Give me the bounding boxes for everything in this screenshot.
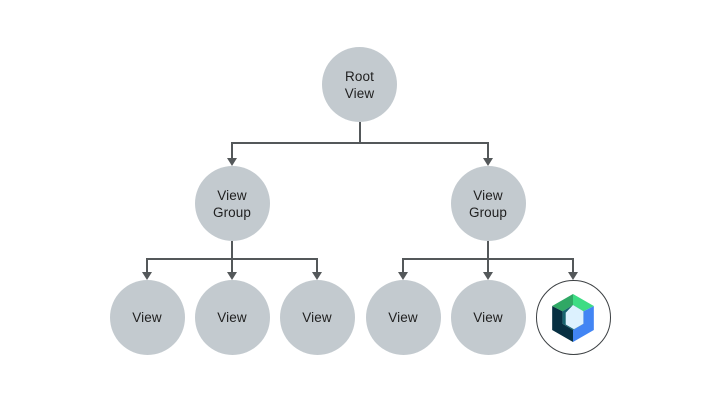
node-view-1: View [109,280,185,355]
compose-logo-left-face [552,305,573,342]
node-view-5-label: View [473,310,503,325]
arrowhead-view-5 [483,272,493,280]
edge-to-view-4 [402,258,404,272]
edge-to-group-left [231,142,233,158]
edge-to-view-2 [231,258,233,272]
arrowhead-group-left [227,158,237,166]
jetpack-compose-icon [548,293,598,343]
node-view-4-label: View [388,310,418,325]
node-compose [535,280,611,355]
node-view-3: View [279,280,355,355]
node-root-view: Root View [322,47,397,122]
edge-to-group-right [487,142,489,158]
edge-group-right-stem [487,241,489,259]
arrowhead-compose-node [568,272,578,280]
arrowhead-view-1 [142,272,152,280]
node-view-2: View [194,280,270,355]
node-view-3-label: View [302,310,332,325]
node-view-5: View [450,280,526,355]
node-view-1-label: View [132,310,162,325]
compose-logo-roof-right [573,293,594,311]
node-view-4: View [365,280,441,355]
arrowhead-view-3 [312,272,322,280]
arrowhead-view-2 [227,272,237,280]
compose-logo-right-face [573,305,594,342]
node-view-group-left-label: View Group [212,187,252,220]
edge-to-view-5 [487,258,489,272]
node-root-view-label: Root View [344,68,375,101]
node-view-group-right: View Group [450,166,526,241]
node-view-2-label: View [217,310,247,325]
edge-to-compose-node [572,258,574,272]
edge-to-view-3 [316,258,318,272]
edge-root-stem [358,122,361,143]
arrowhead-view-4 [398,272,408,280]
arrowhead-group-right [483,158,493,166]
node-view-group-right-label: View Group [468,187,508,220]
node-view-group-left: View Group [194,166,270,241]
compose-logo-roof-left [552,293,573,311]
edge-group-left-stem [231,241,233,259]
compose-logo-inner-hexagon [565,304,584,329]
edge-to-view-1 [146,258,148,272]
jetpack-compose-logo-svg [552,293,594,342]
edge-level1-bar [231,142,489,144]
